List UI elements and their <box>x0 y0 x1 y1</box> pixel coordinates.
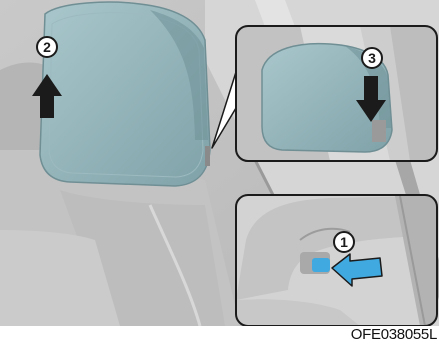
inset-top <box>236 26 437 161</box>
step-1-callout: 1 <box>333 231 355 253</box>
figure-code: OFE038055L <box>351 326 437 344</box>
step-3-callout: 3 <box>361 47 383 69</box>
step-2-callout: 2 <box>36 36 58 58</box>
release-button <box>312 258 330 272</box>
headrest-post <box>205 146 210 166</box>
inset-bottom <box>236 195 437 326</box>
